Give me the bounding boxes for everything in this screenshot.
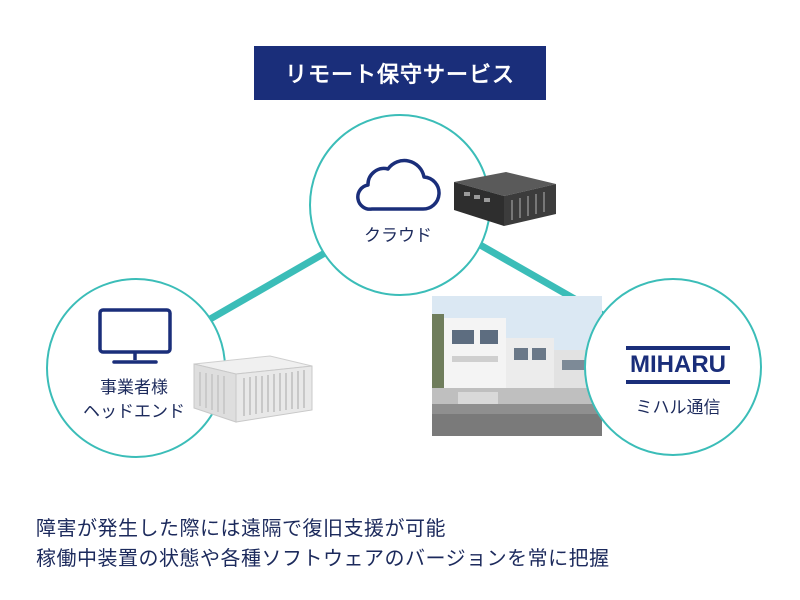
cloud-icon (356, 158, 441, 211)
miharu-label: ミハル通信 (635, 398, 721, 418)
building-photo (432, 296, 602, 436)
link-cloud-operator (201, 246, 334, 326)
miharu-circle (584, 278, 762, 456)
cloud-label: クラウド (364, 226, 432, 246)
title-banner: リモート保守サービス (254, 46, 546, 100)
monitor-icon (98, 308, 172, 364)
caption-line-2: 稼働中装置の状態や各種ソフトウェアのバージョンを常に把握 (36, 546, 610, 570)
miharu-logo-frame: MIHARU (626, 346, 730, 384)
title-text: リモート保守サービス (284, 63, 515, 88)
rack-equipment-image (193, 355, 313, 423)
caption-line-1: 障害が発生した際には遠隔で復旧支援が可能 (36, 516, 446, 540)
building-illustration (432, 296, 602, 436)
miharu-logo-text: MIHARU (630, 351, 726, 378)
miharu-logo: MIHARU (618, 346, 738, 384)
operator-label: 事業者様 ヘッドエンド (83, 378, 185, 422)
server-box-image (454, 172, 556, 226)
